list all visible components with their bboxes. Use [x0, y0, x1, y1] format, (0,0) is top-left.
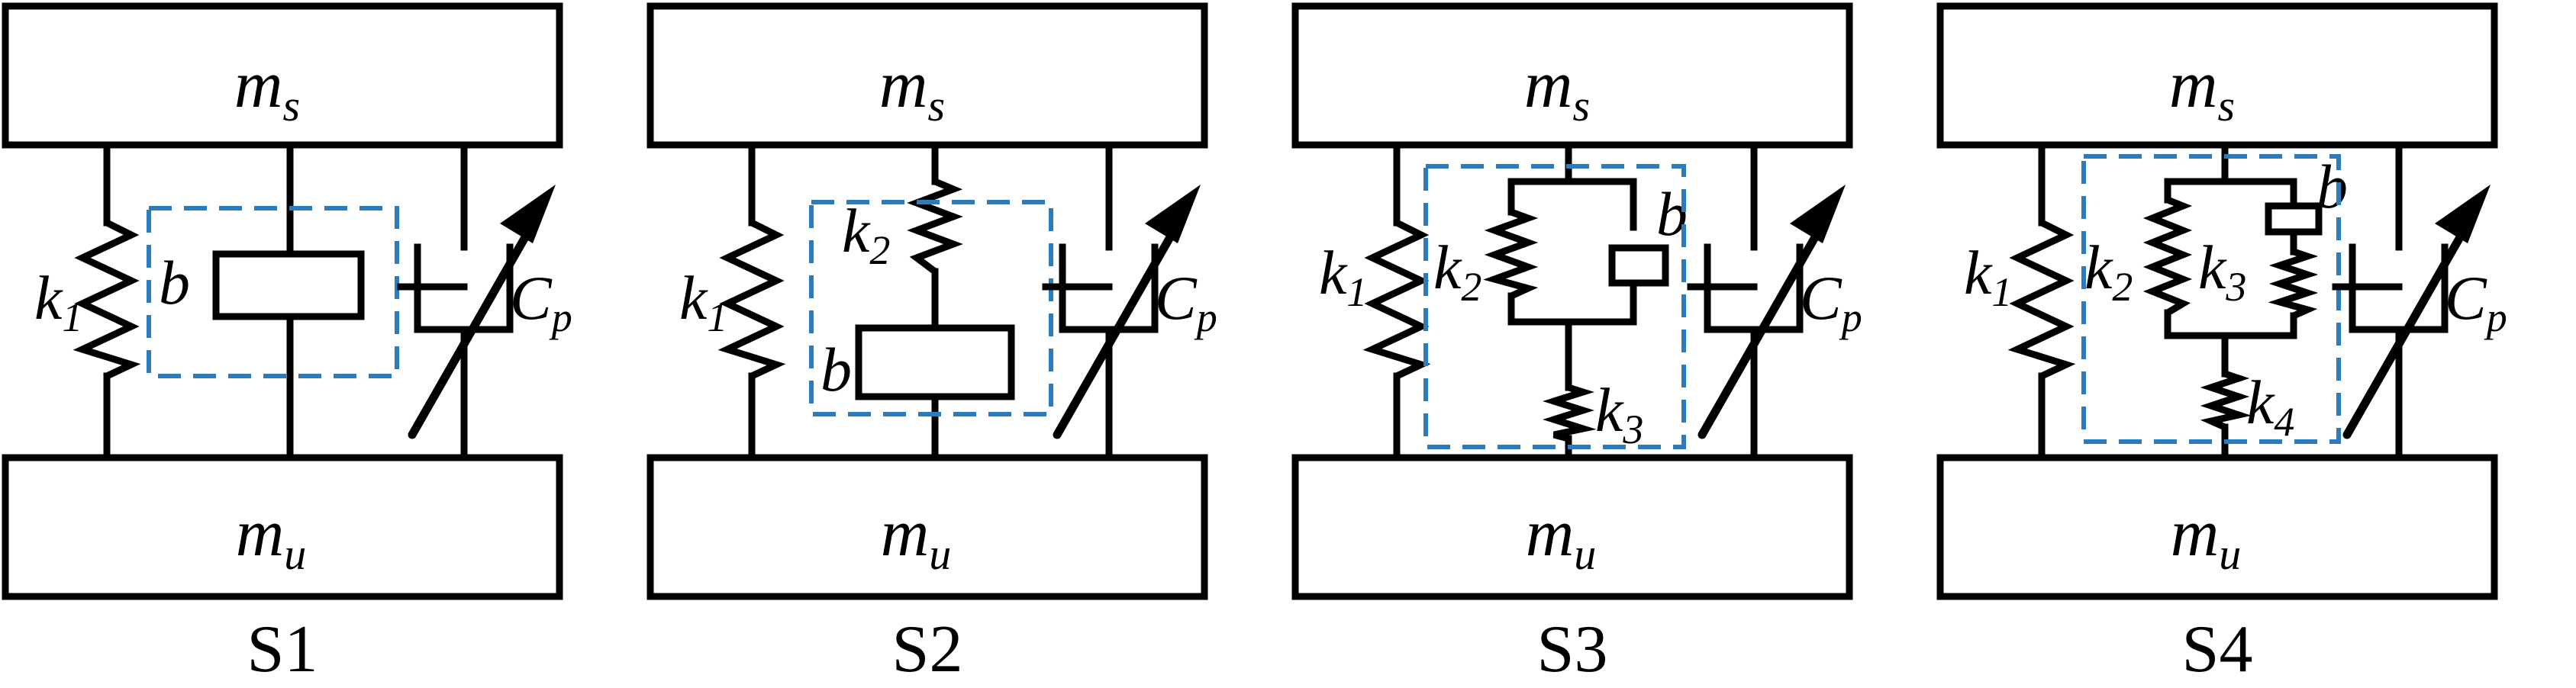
spring-k2	[2142, 196, 2193, 317]
panel-caption: S1	[247, 612, 318, 686]
network-k2-k3-b-k4	[2164, 141, 2297, 461]
inerter-b	[1608, 244, 1669, 287]
spring-k1	[73, 141, 141, 461]
panel-s4: ms mu k1 k2 k3 b k4	[1936, 2, 2507, 686]
label-k1: k1	[679, 263, 727, 340]
spring-k2	[1483, 208, 1539, 300]
spring-k3	[2268, 248, 2319, 320]
spring-k1	[717, 141, 786, 461]
label-cp: Cp	[1800, 263, 1862, 340]
sprung-mass-block	[646, 2, 1208, 149]
damper-cp	[1042, 141, 1201, 461]
panel-caption: S4	[2182, 612, 2253, 686]
sprung-mass-label: ms	[2169, 48, 2235, 130]
damper-cp	[1687, 141, 1846, 461]
inerter-network-outline	[1423, 164, 1686, 449]
label-k3: k3	[1595, 375, 1643, 452]
unsprung-mass-label: mu	[2171, 497, 2242, 579]
label-b: b	[821, 335, 852, 404]
inerter-b	[855, 324, 1015, 461]
label-k4: k4	[2246, 368, 2294, 445]
label-b: b	[159, 248, 190, 317]
unsprung-mass-block	[1936, 454, 2498, 600]
unsprung-mass-block	[1291, 454, 1853, 600]
label-k2: k2	[842, 196, 890, 273]
damper-cp	[2332, 141, 2491, 461]
panel-s3: ms mu k1 k2 b k3	[1291, 2, 1862, 686]
panel-s1: ms mu k1 b Cp S1	[2, 2, 572, 686]
sprung-mass-label: ms	[1524, 48, 1590, 130]
label-cp: Cp	[510, 263, 572, 340]
label-k1: k1	[34, 263, 82, 340]
label-cp: Cp	[2445, 263, 2507, 340]
inerter-b	[2265, 202, 2323, 236]
spring-k4	[2200, 370, 2252, 431]
spring-k1	[2007, 141, 2076, 461]
sprung-mass-block	[1291, 2, 1853, 149]
inerter-b	[212, 141, 365, 461]
damper-cp	[397, 141, 556, 461]
panel-s2: ms mu k1 k2 b Cp S2	[646, 2, 1217, 686]
inerter-network-outline	[2081, 154, 2341, 444]
unsprung-mass-label: mu	[881, 497, 952, 579]
sprung-mass-block	[2, 2, 563, 149]
sprung-mass-block	[1936, 2, 2498, 149]
label-k1: k1	[1964, 238, 2012, 315]
network-k2-b-k3	[1507, 141, 1637, 461]
inerter-network-outline	[147, 206, 399, 378]
label-k3: k3	[2198, 233, 2246, 310]
label-b: b	[2316, 152, 2348, 221]
sprung-mass-label: ms	[879, 48, 945, 130]
spring-k3	[1543, 384, 1597, 442]
sprung-mass-label: ms	[234, 48, 300, 130]
unsprung-mass-block	[646, 454, 1208, 600]
label-cp: Cp	[1155, 263, 1217, 340]
panel-caption: S3	[1537, 612, 1608, 686]
spring-k2	[907, 141, 963, 332]
inerter-network-outline	[809, 200, 1053, 416]
spring-k1	[1362, 141, 1431, 461]
unsprung-mass-label: mu	[1526, 497, 1597, 579]
label-k1: k1	[1319, 238, 1367, 315]
label-k2: k2	[1433, 233, 1481, 310]
panel-caption: S2	[892, 612, 963, 686]
unsprung-mass-block	[2, 454, 563, 600]
unsprung-mass-label: mu	[236, 497, 307, 579]
label-k2: k2	[2084, 233, 2133, 310]
